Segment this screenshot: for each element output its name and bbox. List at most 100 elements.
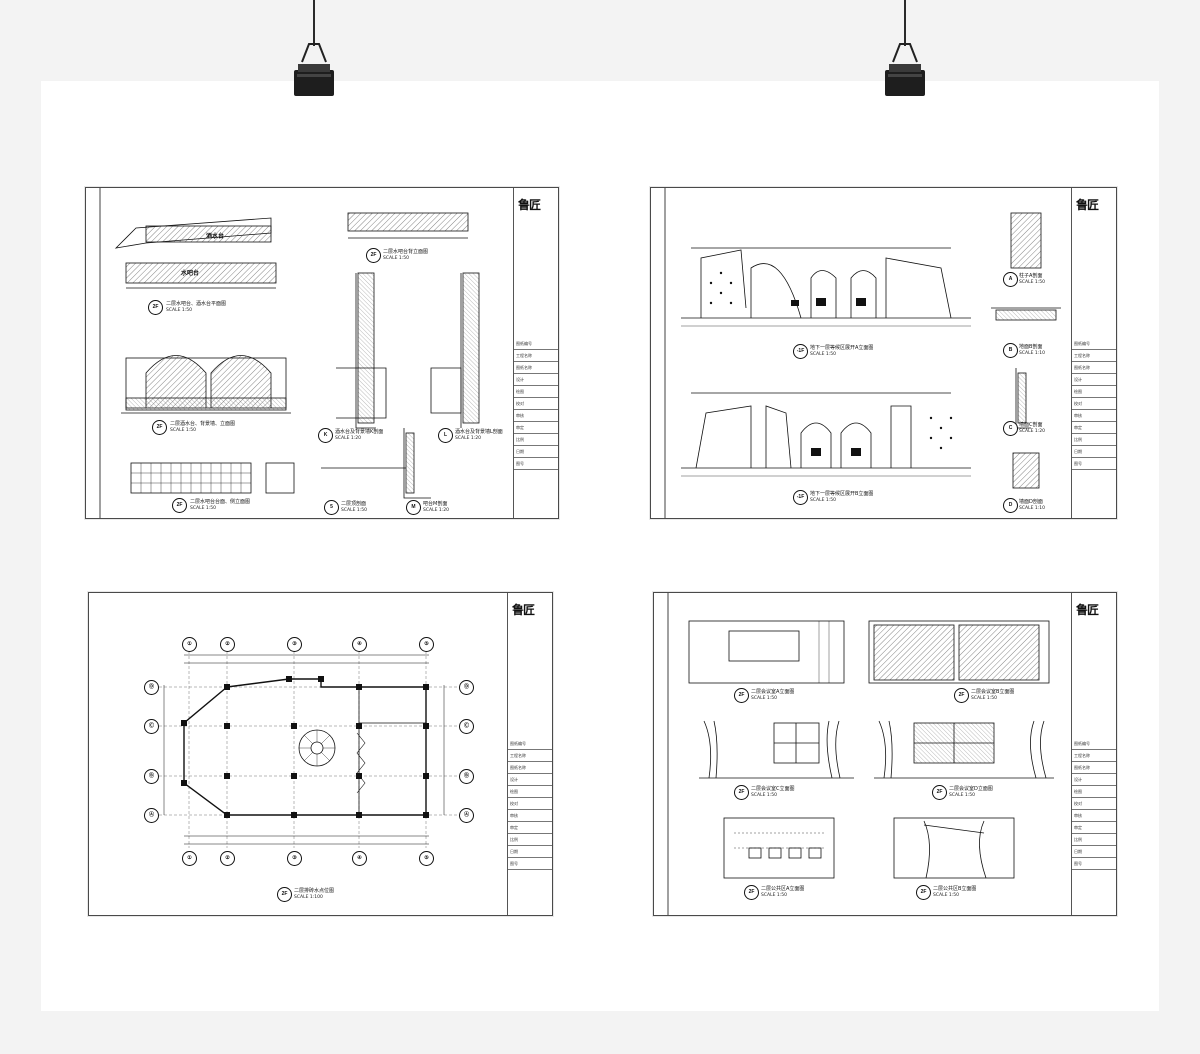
- title-block-cell: 审核: [514, 410, 558, 422]
- title-block-cell: 校对: [1072, 798, 1116, 810]
- title-block-cell: 图号: [508, 858, 552, 870]
- view-title: 二层酒水台、背景墙、立面图: [170, 421, 236, 427]
- title-block-cell: 工程名称: [1072, 350, 1116, 362]
- view-scale: SCALE 1:20: [335, 436, 361, 441]
- title-block-cell: 设计: [1072, 774, 1116, 786]
- view-tag: 2F: [172, 498, 187, 513]
- title-block-cell: 校对: [514, 398, 558, 410]
- view-scale: SCALE 1:50: [949, 793, 975, 798]
- view-scale: SCALE 1:50: [761, 893, 787, 898]
- company-logo: 鲁匠: [1076, 198, 1099, 212]
- title-block-cell: 图号: [1072, 458, 1116, 470]
- view-title: 地面B剖面: [1019, 344, 1043, 350]
- binder-clip-icon: [885, 43, 925, 96]
- view-title: 二层会议室D立面图: [949, 786, 993, 792]
- title-block-cell: 校对: [508, 798, 552, 810]
- view-tag: -1F: [793, 344, 808, 359]
- title-block-cells: 图纸编号 工程名称 图纸名称 设计 绘图 校对 审核 审定 比例 日期 图号: [1072, 338, 1116, 470]
- view-tag: C: [1003, 421, 1018, 436]
- title-block-cell: 校对: [1072, 398, 1116, 410]
- title-block-cell: 比例: [1072, 834, 1116, 846]
- title-block-cell: 图纸名称: [1072, 762, 1116, 774]
- title-block-cell: 比例: [1072, 434, 1116, 446]
- title-block: 鲁匠 图纸编号 工程名称 图纸名称 设计 绘图 校对 审核 审定 比例 日期 图…: [1071, 188, 1116, 518]
- grid-bubble: Ⓑ: [144, 769, 159, 784]
- view-scale: SCALE 1:20: [455, 436, 481, 441]
- grid-bubble: ⑤: [419, 851, 434, 866]
- view-title: 地下一层等候区展开B立面图: [810, 491, 874, 497]
- sheet-4-drawing: [667, 593, 1054, 915]
- grid-bubble: ④: [352, 851, 367, 866]
- title-block-cell: 绘图: [1072, 786, 1116, 798]
- view-scale: SCALE 1:100: [294, 895, 323, 900]
- view-title: 二层排砖水点位图: [294, 888, 335, 894]
- grid-bubble: Ⓑ: [459, 769, 474, 784]
- view-tag: D: [1003, 498, 1018, 513]
- title-block-cells: 图纸编号 工程名称 图纸名称 设计 绘图 校对 审核 审定 比例 日期 图号: [508, 738, 552, 870]
- title-block-cell: 设计: [508, 774, 552, 786]
- view-title: 二层水吧台、酒水台平面图: [166, 301, 227, 307]
- view-scale: SCALE 1:10: [1019, 506, 1045, 511]
- text-liquor-counter: 酒水台: [206, 233, 225, 240]
- grid-bubble: Ⓓ: [144, 680, 159, 695]
- company-logo: 鲁匠: [512, 603, 535, 617]
- view-tag: 2F: [148, 300, 163, 315]
- title-block-cell: 图纸编号: [1072, 338, 1116, 350]
- view-title: 二层顶剖面: [341, 501, 367, 507]
- title-block-cell: 日期: [508, 846, 552, 858]
- view-scale: SCALE 1:50: [1019, 280, 1045, 285]
- grid-bubble: ⑤: [419, 637, 434, 652]
- title-block-cell: 审核: [1072, 410, 1116, 422]
- company-logo: 鲁匠: [1076, 603, 1099, 617]
- drawing-sheet-floor-plan: ① ② ③ ④ ⑤ ① ② ③ ④ ⑤ Ⓓ Ⓒ Ⓑ Ⓐ Ⓓ Ⓒ Ⓑ Ⓐ 2F 二…: [88, 592, 553, 916]
- company-logo: 鲁匠: [518, 198, 541, 212]
- view-scale: SCALE 1:50: [341, 508, 367, 513]
- grid-bubble: Ⓒ: [144, 719, 159, 734]
- title-block-cell: 图纸名称: [514, 362, 558, 374]
- title-block-cell: 图纸编号: [508, 738, 552, 750]
- view-tag: K: [318, 428, 333, 443]
- view-tag: 2F: [366, 248, 381, 263]
- grid-bubble: ③: [287, 637, 302, 652]
- view-scale: SCALE 1:50: [190, 506, 216, 511]
- view-scale: SCALE 1:50: [751, 793, 777, 798]
- grid-bubble: Ⓓ: [459, 680, 474, 695]
- view-scale: SCALE 1:50: [933, 893, 959, 898]
- view-scale: SCALE 1:50: [810, 352, 836, 357]
- view-scale: SCALE 1:50: [971, 696, 997, 701]
- title-block-cell: 图号: [1072, 858, 1116, 870]
- grid-bubble: ②: [220, 851, 235, 866]
- view-title: 二层公共区A立面图: [761, 886, 805, 892]
- title-block-cell: 工程名称: [508, 750, 552, 762]
- view-tag: L: [438, 428, 453, 443]
- title-block-cell: 工程名称: [514, 350, 558, 362]
- view-scale: SCALE 1:20: [1019, 429, 1045, 434]
- view-title: 地下一层等候区展开A立面图: [810, 345, 874, 351]
- title-block-cell: 审核: [508, 810, 552, 822]
- view-scale: SCALE 1:10: [1019, 351, 1045, 356]
- view-title: 柱子A剖面: [1019, 273, 1043, 279]
- title-block-cell: 工程名称: [1072, 750, 1116, 762]
- view-tag: 2F: [916, 885, 931, 900]
- title-block-cell: 图纸编号: [1072, 738, 1116, 750]
- view-tag: 2F: [954, 688, 969, 703]
- view-title: 墙面C剖面: [1019, 422, 1043, 428]
- title-block-cell: 审定: [508, 822, 552, 834]
- view-tag: B: [1003, 343, 1018, 358]
- title-block-cells: 图纸编号 工程名称 图纸名称 设计 绘图 校对 审核 审定 比例 日期 图号: [514, 338, 558, 470]
- view-title: 酒水台及背景墙K剖面: [335, 429, 384, 435]
- view-scale: SCALE 1:50: [383, 256, 409, 261]
- view-tag: 2F: [744, 885, 759, 900]
- title-block-cells: 图纸编号 工程名称 图纸名称 设计 绘图 校对 审核 审定 比例 日期 图号: [1072, 738, 1116, 870]
- view-scale: SCALE 1:50: [810, 498, 836, 503]
- title-block-cell: 图号: [514, 458, 558, 470]
- view-tag: M: [406, 500, 421, 515]
- title-block-cell: 设计: [514, 374, 558, 386]
- title-block-cell: 审定: [514, 422, 558, 434]
- drawing-sheet-meeting-room: 2F 二层会议室A立面图 SCALE 1:50 2F 二层会议室B立面图 SCA…: [653, 592, 1117, 916]
- grid-bubble: Ⓒ: [459, 719, 474, 734]
- sheet-2-drawing: [664, 188, 1061, 518]
- view-scale: SCALE 1:50: [166, 308, 192, 313]
- view-tag: 2F: [277, 887, 292, 902]
- binder-clip-icon: [294, 43, 334, 96]
